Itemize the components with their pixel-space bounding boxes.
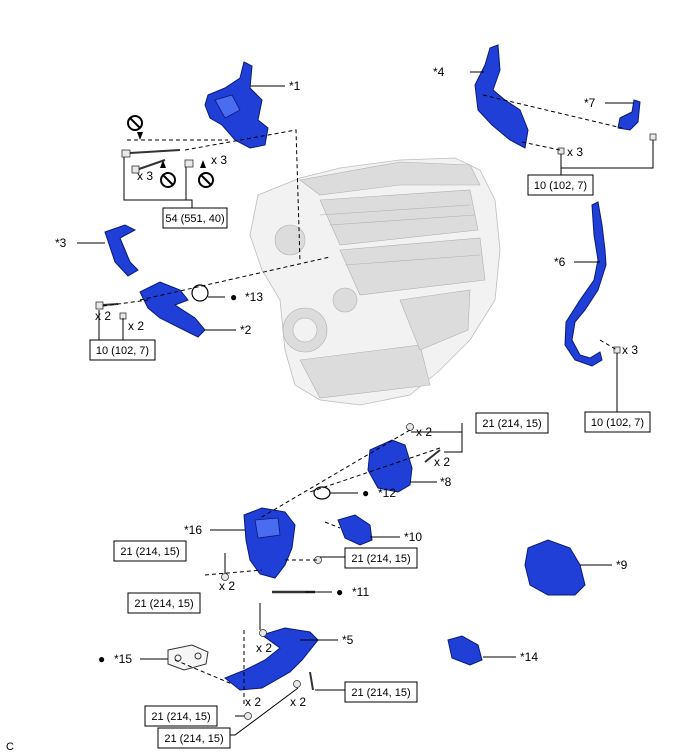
qty-x2-f: x 2 — [256, 641, 272, 655]
torque-box-10-top: 10 (102, 7) — [527, 174, 594, 196]
callout-11: *11 — [352, 585, 369, 599]
corner-mark: C — [6, 741, 14, 753]
callout-9: *9 — [616, 558, 628, 572]
qty-x2-g: x 2 — [245, 695, 261, 709]
svg-text:21 (214, 15): 21 (214, 15) — [151, 711, 210, 723]
callout-2: *2 — [240, 323, 252, 337]
callout-14: *14 — [520, 650, 538, 664]
part-15-gasket — [167, 644, 209, 671]
torque-box-10-right: 10 (102, 7) — [584, 411, 651, 433]
callout-3: *3 — [55, 236, 67, 250]
svg-text:21 (214, 15): 21 (214, 15) — [134, 598, 193, 610]
qty-x2-a: x 2 — [95, 309, 111, 323]
qty-x2-e: x 2 — [219, 579, 235, 593]
callout-6: *6 — [554, 255, 566, 269]
svg-text:21 (214, 15): 21 (214, 15) — [351, 553, 410, 565]
callout-13: *13 — [245, 290, 263, 304]
bullet-15: ● — [98, 652, 105, 666]
qty-x3-d: x 3 — [622, 343, 638, 357]
bullet-12: ● — [362, 486, 369, 500]
part-16-body — [243, 507, 296, 579]
gasket-12-icon — [313, 486, 331, 500]
torque-box-10-left: 10 (102, 7) — [89, 339, 156, 361]
qty-x3-a: x 3 — [211, 153, 227, 167]
bullet-11: ● — [336, 585, 343, 599]
svg-text:21 (214, 15): 21 (214, 15) — [351, 687, 410, 699]
torque-box-21-c: 21 (214, 15) — [344, 547, 418, 569]
gasket-13-icon — [191, 284, 209, 302]
svg-text:10 (102, 7): 10 (102, 7) — [534, 180, 587, 192]
part-5-pipe — [224, 627, 319, 691]
no-reuse-icon — [127, 115, 214, 188]
torque-box-21-b: 21 (214, 15) — [113, 540, 187, 562]
svg-text:21 (214, 15): 21 (214, 15) — [482, 418, 541, 430]
torque-box-21-d: 21 (214, 15) — [127, 592, 201, 614]
qty-x3-c: x 3 — [567, 145, 583, 159]
part-10-plate — [337, 514, 373, 546]
callout-5: *5 — [342, 633, 354, 647]
part-4-cover — [474, 44, 529, 149]
callout-12: *12 — [378, 486, 396, 500]
callout-4: *4 — [433, 65, 445, 79]
part-8-housing — [367, 439, 413, 493]
qty-x2-b: x 2 — [128, 319, 144, 333]
torque-box-21-a: 21 (214, 15) — [475, 412, 549, 434]
callout-7: *7 — [584, 96, 596, 110]
alignment-lines — [102, 94, 623, 705]
callout-10: *10 — [404, 530, 422, 544]
callout-16: *16 — [184, 523, 202, 537]
svg-text:10 (102, 7): 10 (102, 7) — [591, 417, 644, 429]
part-7-bracket — [617, 99, 641, 131]
part-2-outlet — [139, 281, 209, 338]
torque-box-21-f: 21 (214, 15) — [144, 705, 218, 727]
engine-block — [249, 157, 501, 406]
part-6-pipe — [564, 201, 607, 367]
svg-text:10 (102, 7): 10 (102, 7) — [96, 345, 149, 357]
svg-text:21 (214, 15): 21 (214, 15) — [120, 546, 179, 558]
part-1-bracket — [204, 61, 269, 149]
torque-box-21-g: 21 (214, 15) — [157, 727, 231, 749]
callout-15: *15 — [114, 652, 132, 666]
torque-box-54: 54 (551, 40) — [162, 207, 228, 229]
callout-1: *1 — [289, 79, 301, 93]
leader-lines — [77, 71, 654, 736]
part-14-bracket — [447, 635, 483, 666]
bolt-icon — [95, 133, 657, 720]
bullet-13: ● — [230, 290, 237, 304]
torque-box-21-e: 21 (214, 15) — [344, 681, 418, 703]
svg-text:21 (214, 15): 21 (214, 15) — [164, 733, 223, 745]
part-9-cover — [524, 539, 586, 596]
part-3-hose — [104, 224, 139, 277]
qty-x2-c: x 2 — [416, 425, 432, 439]
qty-x3-b: x 3 — [137, 169, 153, 183]
callout-8: *8 — [440, 475, 452, 489]
qty-x2-d: x 2 — [434, 455, 450, 469]
svg-text:54 (551, 40): 54 (551, 40) — [165, 213, 224, 225]
qty-x2-h: x 2 — [290, 695, 306, 709]
